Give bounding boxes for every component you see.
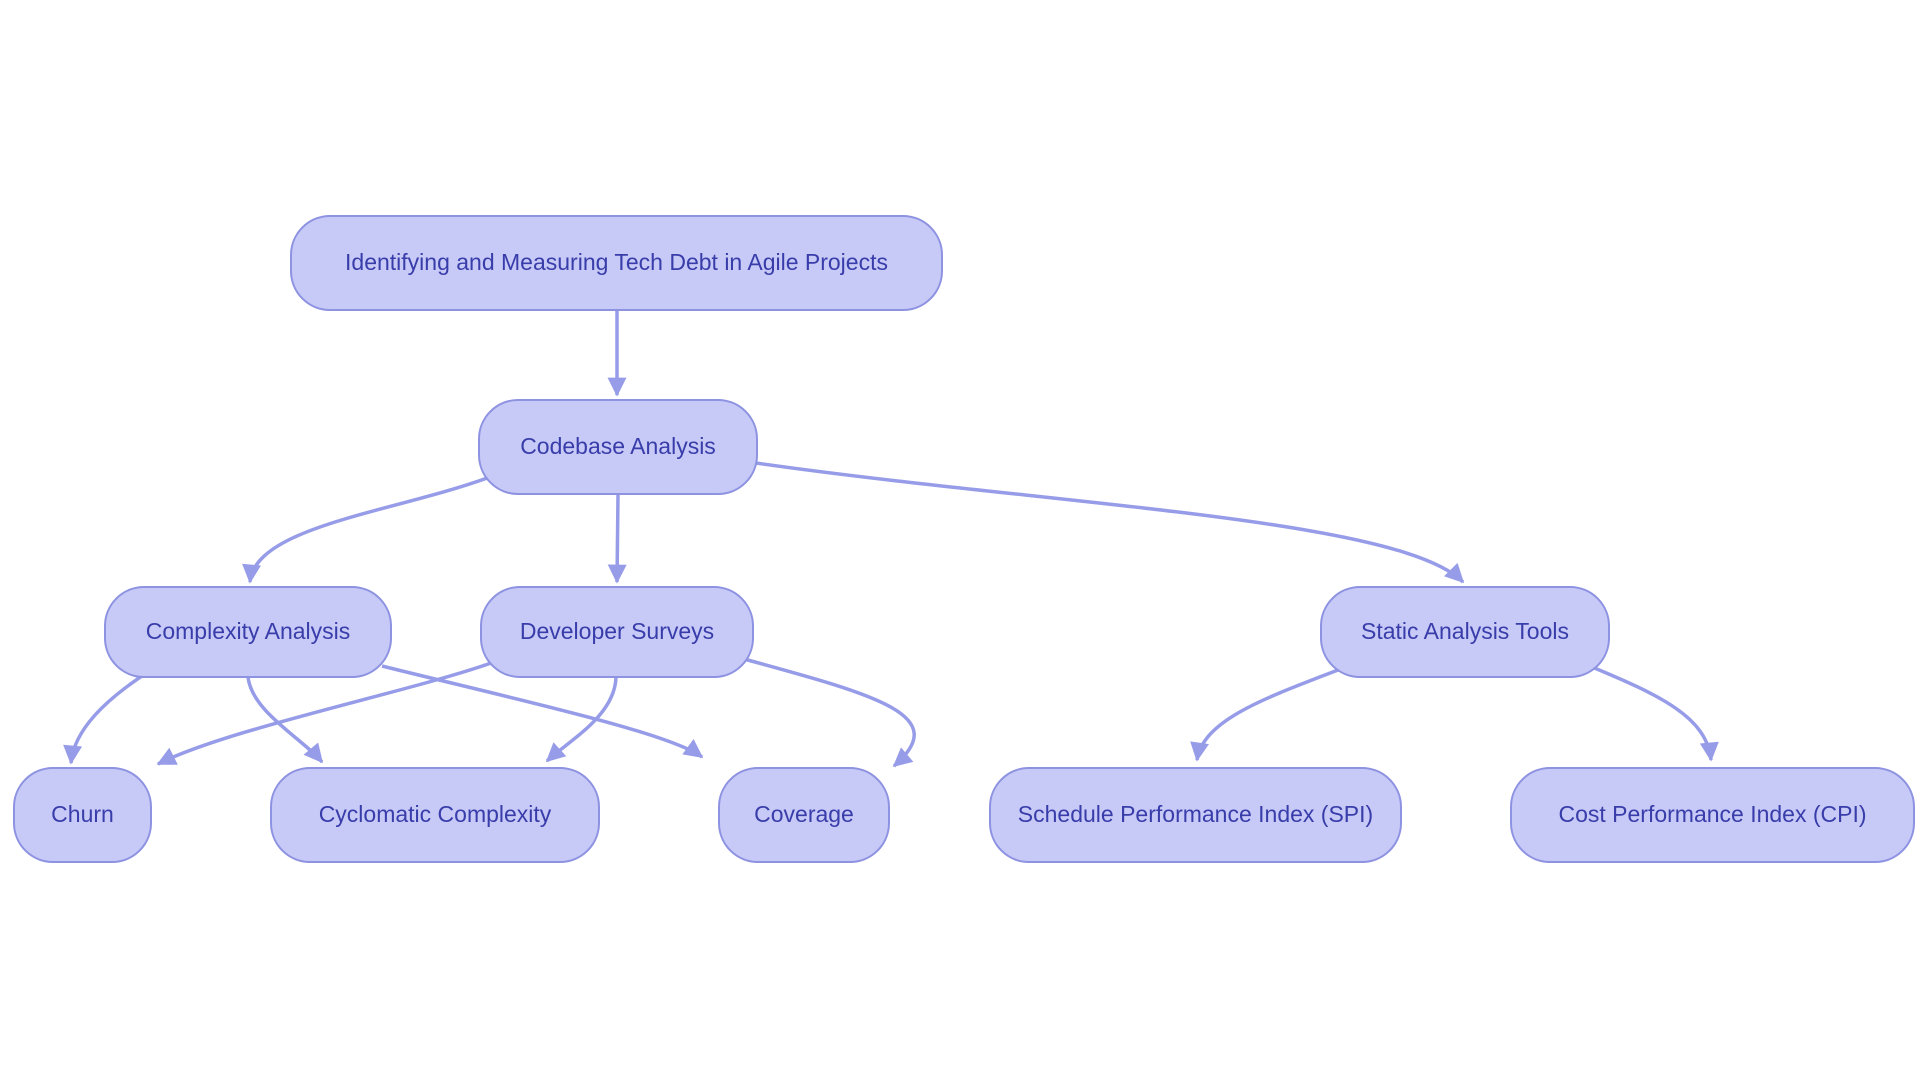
edge-codebase-analysis-to-developer-surveys	[607, 494, 627, 584]
node-complexity-analysis: Complexity Analysis	[104, 586, 392, 678]
edge-complexity-analysis-to-churn	[63, 670, 149, 765]
node-coverage: Coverage	[718, 767, 890, 863]
edge-developer-surveys-to-churn	[156, 660, 495, 766]
node-cyclomatic-complexity: Cyclomatic Complexity	[270, 767, 600, 863]
node-spi: Schedule Performance Index (SPI)	[989, 767, 1402, 863]
node-static-analysis-tools: Static Analysis Tools	[1320, 586, 1610, 678]
node-cpi: Cost Performance Index (CPI)	[1510, 767, 1915, 863]
edge-codebase-analysis-to-complexity-analysis	[242, 475, 491, 584]
node-developer-surveys: Developer Surveys	[480, 586, 754, 678]
node-churn: Churn	[13, 767, 152, 863]
node-root: Identifying and Measuring Tech Debt in A…	[290, 215, 943, 311]
edge-codebase-analysis-to-static-analysis-tools	[755, 461, 1465, 584]
edge-static-analysis-tools-to-spi	[1190, 668, 1339, 762]
node-codebase-analysis: Codebase Analysis	[478, 399, 758, 495]
edge-static-analysis-tools-to-cpi	[1591, 665, 1719, 762]
edge-complexity-analysis-to-coverage	[381, 664, 704, 759]
edge-developer-surveys-to-coverage	[743, 657, 916, 768]
edge-developer-surveys-to-cyclomatic-complexity	[545, 677, 618, 763]
